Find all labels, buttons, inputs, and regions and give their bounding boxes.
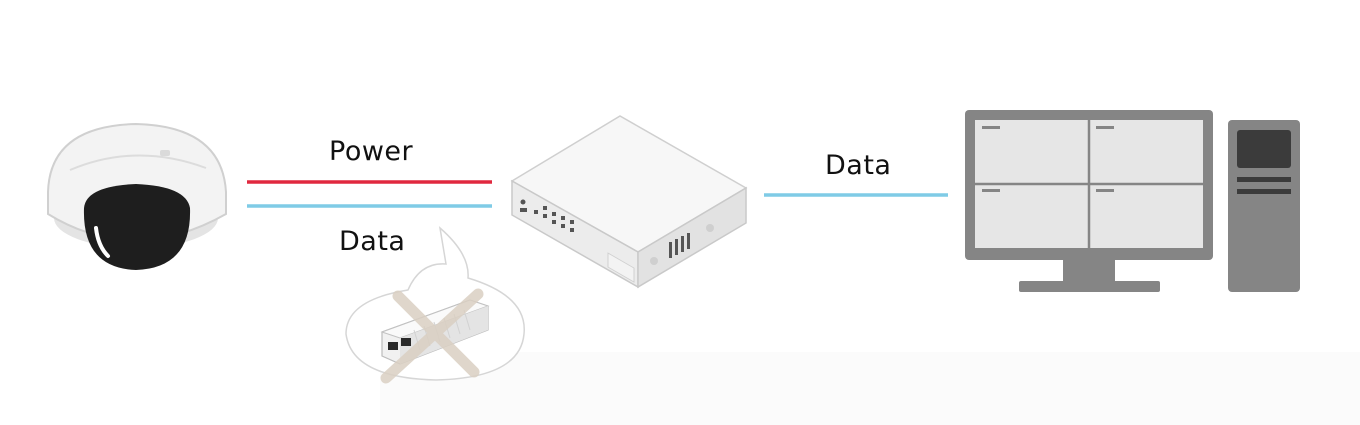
data-label-camera: Data: [339, 226, 406, 257]
data-label-network: Data: [825, 150, 892, 181]
pc-tower-icon: [1228, 120, 1300, 292]
cross-mark: [380, 288, 484, 384]
pc-monitor-icon: [965, 110, 1213, 292]
no-midspan-callout: [345, 226, 525, 384]
floor-shade: [380, 352, 1360, 425]
dome-lens: [83, 184, 191, 270]
power-label: Power: [329, 136, 414, 167]
poe-switch-icon: [510, 115, 748, 289]
dome-camera-icon: [47, 122, 227, 270]
